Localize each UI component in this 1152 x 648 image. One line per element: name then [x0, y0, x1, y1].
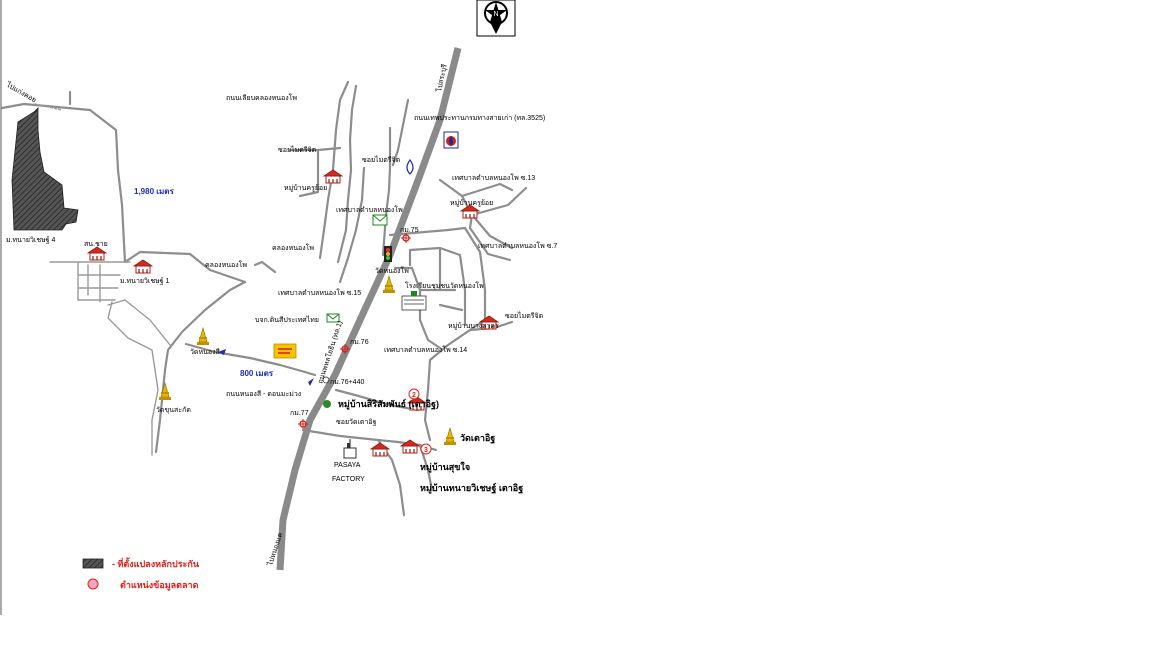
house-icon: [370, 442, 390, 457]
marker-2-label: 2: [412, 392, 416, 399]
label-village-suchai: หมู่บ้านสุขใจ: [420, 461, 470, 473]
label-canal-road: ถนนเลียบคลองหนองโพ: [226, 93, 297, 102]
label-canal-west: คลองหนองโพ: [205, 260, 247, 269]
temple-icon: [196, 327, 210, 346]
arrow-icon: [218, 349, 226, 355]
traffic-light-icon: [384, 246, 392, 262]
label-soi-mitrchit-2: ซอยไมตรีจิต: [362, 155, 401, 164]
tree-icon: [323, 400, 331, 408]
house-icon: [87, 246, 107, 261]
fuel-drop-icon: [406, 158, 414, 175]
label-road-3525: ถนนเทพประทานกรมทางสายเก่า (ทล.3525): [414, 115, 545, 122]
label-soi-mitrchit-1: ซอยไมตรีจิต: [278, 145, 317, 154]
label-pasaya: PASAYA: [334, 462, 361, 469]
house-icon: [323, 169, 343, 184]
label-tessaban-15: เทศบาลตำบลหนองโพ ซ.15: [278, 288, 361, 297]
label-krusoi-village-west: หมู่บ้านครูย้อย: [284, 184, 327, 192]
label-to-kaeng-khoi: ไปแก่งคอย: [4, 79, 38, 104]
label-highway: ถนนพหลโยธิน (ทล.1): [315, 319, 344, 384]
label-tessaban-7: เทศบาลตำบลหนองโพ ซ.7: [478, 241, 557, 250]
label-km76-440: กม.76+440: [330, 379, 364, 386]
label-tessaban-14: เทศบาลตำบลหนองโพ ซ.14: [384, 345, 467, 354]
temple-icon: [443, 427, 457, 446]
compass-letter: N: [493, 11, 498, 18]
label-soi-tao-it: ซอยวัดเตาอิฐ: [336, 418, 377, 426]
legend: - ที่ตั้งแปลงหลักประกัน ตำแหน่งข้อมูลตลา…: [82, 557, 200, 591]
label-distance-1980: 1,980 เมตร: [134, 187, 174, 196]
market-marker-2: [408, 388, 420, 400]
school-icon: [401, 291, 427, 311]
north-arrow-icon: N: [476, 0, 516, 37]
factory-icon: [343, 443, 357, 459]
label-soi-mitrchit-3: ซอยไมตรีจิต: [505, 311, 544, 320]
postal-office-icon: [273, 343, 297, 359]
temple-icon: [382, 275, 396, 294]
label-thaipost: บจก.ดินสีประเทศไทย: [255, 315, 319, 324]
label-canal-east: คลองหนองโพ: [272, 243, 314, 252]
label-krusoi-village-east: หมู่บ้านครูย้อย: [450, 199, 493, 207]
label-km75: กม.75: [400, 227, 419, 234]
market-marker-3: [420, 443, 432, 455]
label-km76: กม.76: [350, 339, 369, 346]
label-tessaban-13: เทศบาลตำบลหนองโพ ซ.13: [452, 173, 535, 182]
envelope-icon: [326, 313, 340, 323]
label-village-1: ม.ทนายวิเชษฐ์ 1: [120, 277, 169, 285]
marker-3-label: 3: [424, 447, 428, 454]
label-distance-800: 800 เมตร: [240, 369, 274, 378]
legend-hatched-label: - ที่ตั้งแปลงหลักประกัน: [112, 557, 200, 569]
label-road-nongsi: ถนนหนองสี - ดอนมะม่วง: [226, 390, 301, 398]
label-wat-tao-it: วัดเตาอิฐ: [460, 433, 495, 444]
collateral-parcel: [11, 107, 79, 231]
label-wat-nongsi: วัดหนองสี: [190, 348, 220, 356]
label-km77: กม.77: [290, 410, 309, 417]
map-labels: ไปแก่งคอย ไปสระบุรี ไปหนองแค 1,980 เมตร …: [4, 63, 557, 568]
temple-icon: [158, 382, 172, 401]
label-village-bangsakhorn: หมู่บ้านบางสาคร: [448, 322, 499, 330]
legend-circle-swatch: [87, 578, 99, 590]
label-wat-nongpho: วัดหนองโพ: [375, 266, 409, 275]
gas-station-icon: [443, 131, 459, 149]
label-village-tanai-tao: หมู่บ้านทนายวิเชษฐ์ เตาอิฐ: [420, 482, 523, 494]
label-tessaban: เทศบาลตำบลหนองโพ: [336, 205, 403, 214]
label-village-sirisampan: หมู่บ้านสิริสัมพันธ์ (เตาอิฐ): [338, 398, 439, 410]
label-police: สน.ชาย: [84, 241, 108, 248]
label-wat-khunsakhan: วัดขุนสะกัด: [156, 406, 191, 414]
label-school: โรงเรียนชุมชนวัดหนองโพ: [405, 281, 484, 290]
envelope-icon: [372, 214, 388, 226]
house-icon: [133, 259, 153, 274]
arrow-icon: [308, 378, 314, 386]
map-symbols: [87, 131, 499, 459]
label-village-4: ม.ทนายวิเชษฐ์ 4: [6, 236, 55, 244]
label-factory: FACTORY: [332, 476, 365, 483]
legend-circle-label: ตำแหน่งข้อมูลตลาด: [120, 580, 199, 591]
legend-hatch-swatch: [82, 558, 104, 569]
point-icon: [322, 376, 330, 384]
